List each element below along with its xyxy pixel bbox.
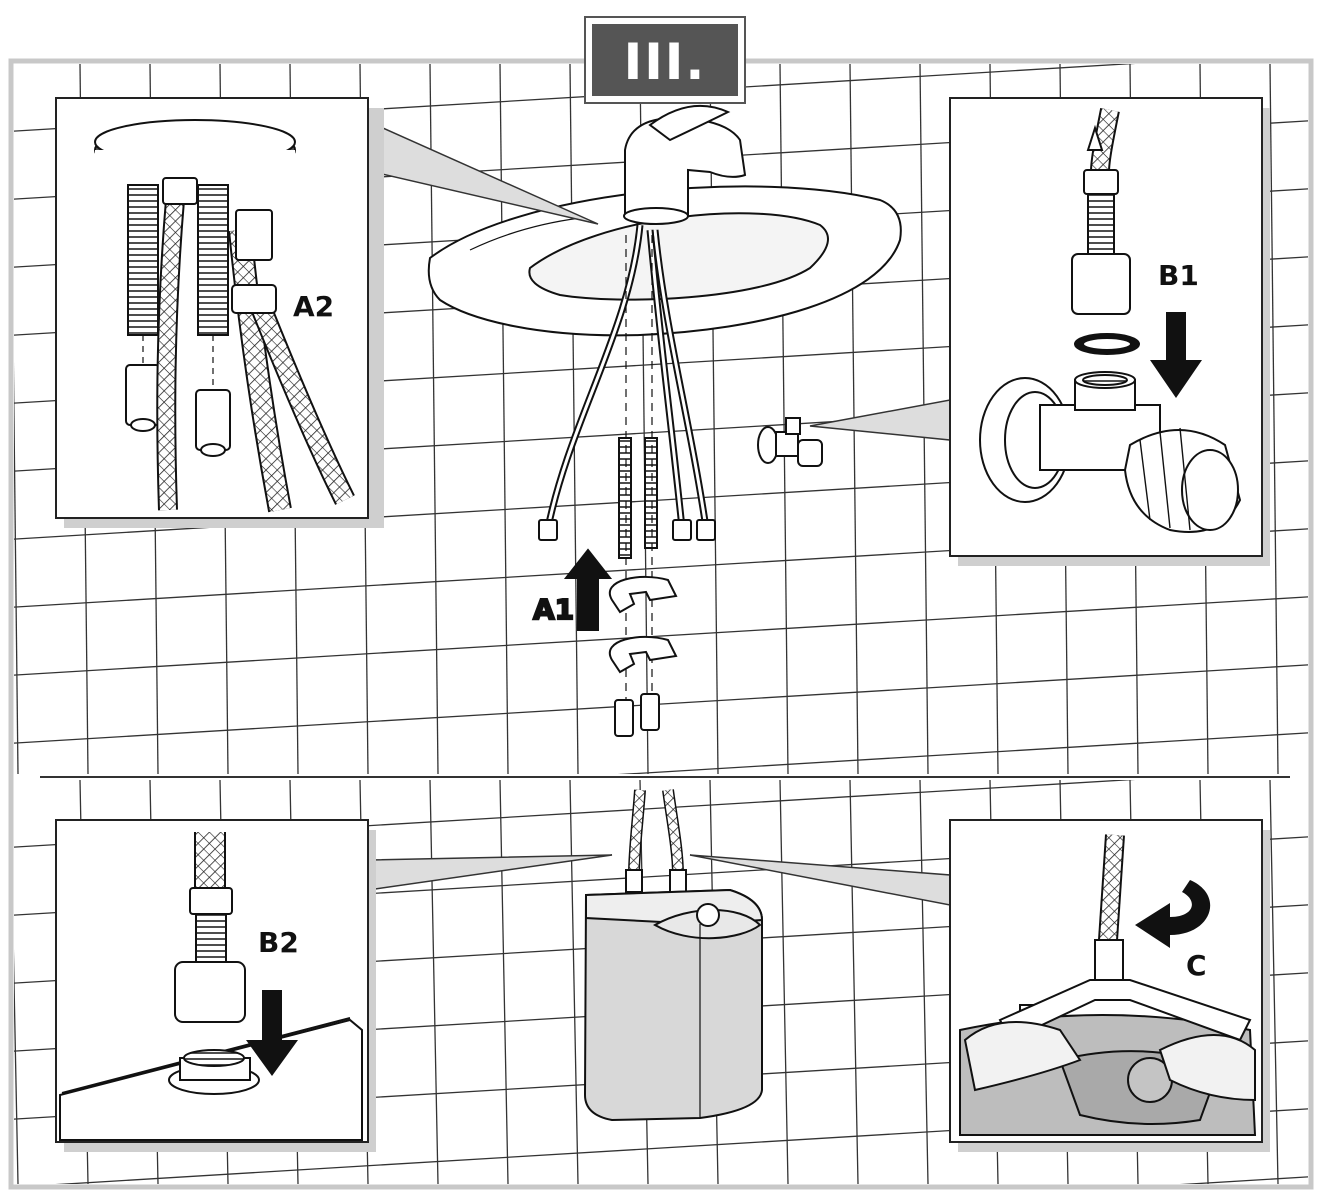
- water-heater: [583, 789, 764, 1122]
- label-b2: B2: [258, 926, 299, 959]
- panel-c: C: [949, 819, 1270, 1152]
- angle-valve-small: [757, 417, 823, 467]
- tile-line: [779, 64, 789, 774]
- tile-line: [1269, 64, 1279, 774]
- tile-line: [709, 64, 719, 774]
- tile-line: [569, 64, 579, 774]
- tile-line: [14, 596, 1308, 676]
- tile-line: [14, 361, 19, 774]
- arrow-down-icon: [246, 990, 298, 1076]
- step-title: III.: [624, 33, 707, 91]
- rotate-arrow-icon: [1135, 880, 1211, 948]
- label-a2: A2: [293, 290, 334, 323]
- tile-line: [849, 780, 859, 1184]
- label-a1: A1: [533, 593, 574, 626]
- tile-line: [779, 780, 789, 1184]
- mounting-plate: [608, 636, 678, 674]
- mounting-plate: [608, 576, 678, 614]
- tile-line: [499, 780, 509, 1184]
- arrow-up-icon: [563, 548, 613, 631]
- threaded-rod: [644, 437, 658, 549]
- tile-line: [429, 780, 439, 1184]
- sink-assembly: A1: [427, 104, 902, 737]
- faucet: [624, 116, 747, 216]
- threaded-rod: [618, 437, 632, 559]
- panel-a2: A2: [55, 97, 384, 528]
- tile-line: [919, 780, 929, 1184]
- label-c: C: [1186, 949, 1207, 982]
- title-box: III.: [584, 16, 746, 104]
- panel-b2: B2: [55, 819, 376, 1152]
- panel-b1: B1: [949, 97, 1270, 566]
- tile-line: [617, 732, 1308, 774]
- label-b1: B1: [1158, 259, 1199, 292]
- tile-line: [1269, 780, 1279, 1184]
- tile-line: [14, 949, 19, 1184]
- tile-line: [14, 664, 1308, 744]
- arrow-down-icon: [1150, 312, 1202, 398]
- tile-line: [569, 780, 579, 1184]
